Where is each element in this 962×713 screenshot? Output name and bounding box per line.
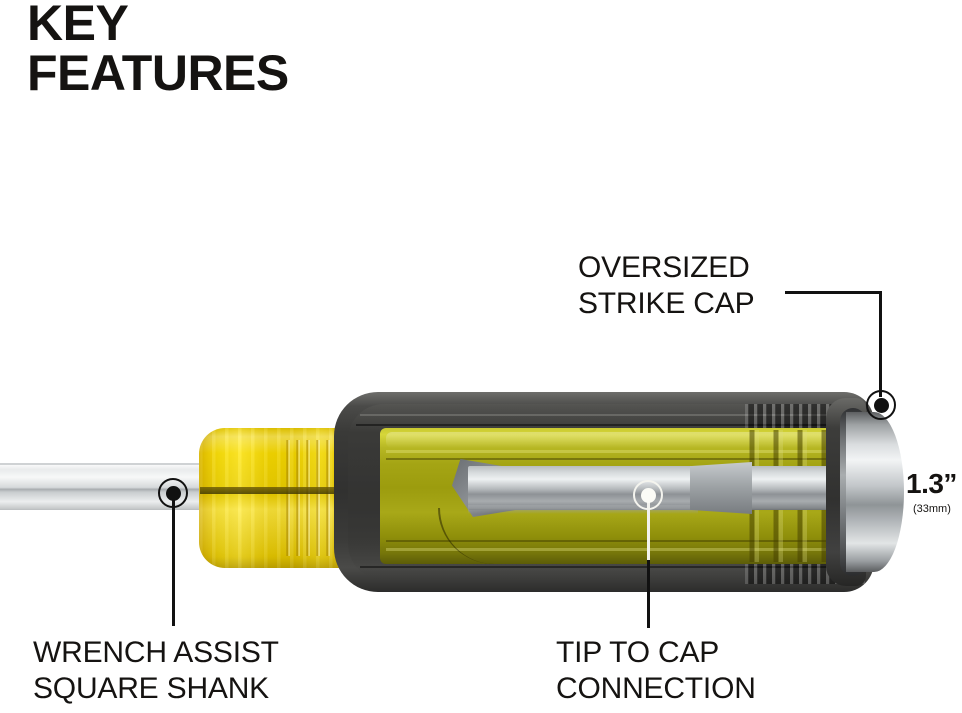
grip-seam-bottom xyxy=(360,566,840,568)
leader-line-tip-to-cap-dark xyxy=(647,560,650,628)
grip-seam-top xyxy=(360,414,840,416)
chrome-strike-cap xyxy=(846,412,904,572)
callout-label-oversized-strike-cap: OVERSIZED STRIKE CAP xyxy=(578,250,755,322)
handle-step-line-3 xyxy=(386,540,834,542)
shank-top-edge xyxy=(0,463,226,465)
callout-marker-strike-cap xyxy=(866,390,896,420)
leader-line-square-shank xyxy=(172,500,175,626)
callout-oversized-strike-cap-line-1: OVERSIZED xyxy=(578,251,750,284)
dimension-value: 1.3” xyxy=(906,468,957,499)
callout-wrench-assist-line-2: SQUARE SHANK xyxy=(33,672,269,705)
handle-step-line-4 xyxy=(386,548,834,551)
callout-tip-to-cap-line-1: TIP TO CAP xyxy=(556,636,720,669)
callout-marker-square-shank xyxy=(158,478,188,508)
ferrule-shank-slot xyxy=(200,487,370,494)
ferrule-ring-grooves xyxy=(280,440,342,556)
leader-line-strike-cap-horizontal xyxy=(785,291,882,294)
page-title-line-1: KEY xyxy=(27,0,129,51)
handle-step-line-2 xyxy=(386,458,834,460)
square-shank-blade xyxy=(0,463,226,510)
dimension-metric: (33mm) xyxy=(913,503,951,515)
callout-tip-to-cap-line-2: CONNECTION xyxy=(556,672,756,705)
callout-wrench-assist-line-1: WRENCH ASSIST xyxy=(33,636,279,669)
internal-shank-taper xyxy=(690,462,752,514)
page-title: KEY FEATURES xyxy=(27,0,547,98)
callout-marker-tip-to-cap xyxy=(633,480,663,510)
callout-label-tip-to-cap-connection: TIP TO CAP CONNECTION xyxy=(556,635,756,707)
internal-steel-shank xyxy=(468,466,860,510)
callout-label-wrench-assist-square-shank: WRENCH ASSIST SQUARE SHANK xyxy=(33,635,279,707)
handle-step-line-1 xyxy=(386,450,834,453)
page-title-line-2: FEATURES xyxy=(27,45,289,101)
handle-body-highlight xyxy=(386,432,836,448)
leader-line-strike-cap-vertical xyxy=(879,291,882,397)
internal-shank-step xyxy=(468,505,698,514)
callout-oversized-strike-cap-line-2: STRIKE CAP xyxy=(578,287,755,320)
leader-line-tip-to-cap-white xyxy=(647,502,650,566)
grip-seam-top-2 xyxy=(356,424,848,426)
